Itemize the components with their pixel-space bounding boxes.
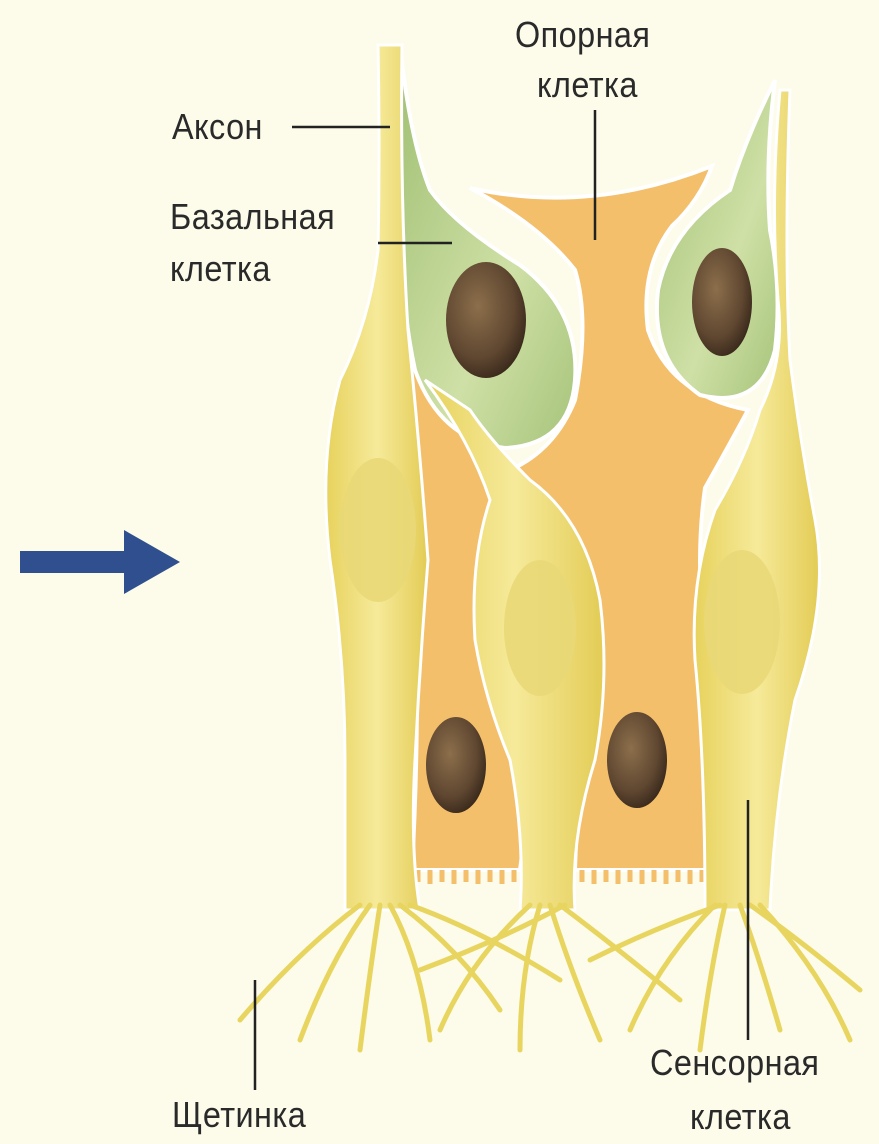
seta-label: Щетинка bbox=[172, 1092, 306, 1138]
basal-cell-label-line2: клетка bbox=[170, 246, 271, 292]
basal-cell-label-line1: Базальная bbox=[170, 194, 335, 240]
right-arrow-icon bbox=[20, 530, 180, 594]
sensory-cell-label-line1: Сенсорная bbox=[650, 1040, 819, 1086]
sensory-cell-label-line2: клетка bbox=[690, 1094, 791, 1140]
sensory-nucleus bbox=[340, 458, 416, 602]
sensory-nucleus bbox=[704, 550, 780, 694]
sensory-nucleus bbox=[504, 560, 576, 696]
support-cell-label-line1: Опорная bbox=[515, 12, 650, 58]
nucleus bbox=[692, 248, 752, 356]
cilia-bundle bbox=[240, 905, 860, 1050]
nucleus bbox=[426, 717, 486, 813]
axon-label: Аксон bbox=[172, 104, 263, 150]
nucleus bbox=[607, 712, 667, 808]
nucleus bbox=[446, 262, 526, 378]
support-cell-label-line2: клетка bbox=[537, 62, 638, 108]
